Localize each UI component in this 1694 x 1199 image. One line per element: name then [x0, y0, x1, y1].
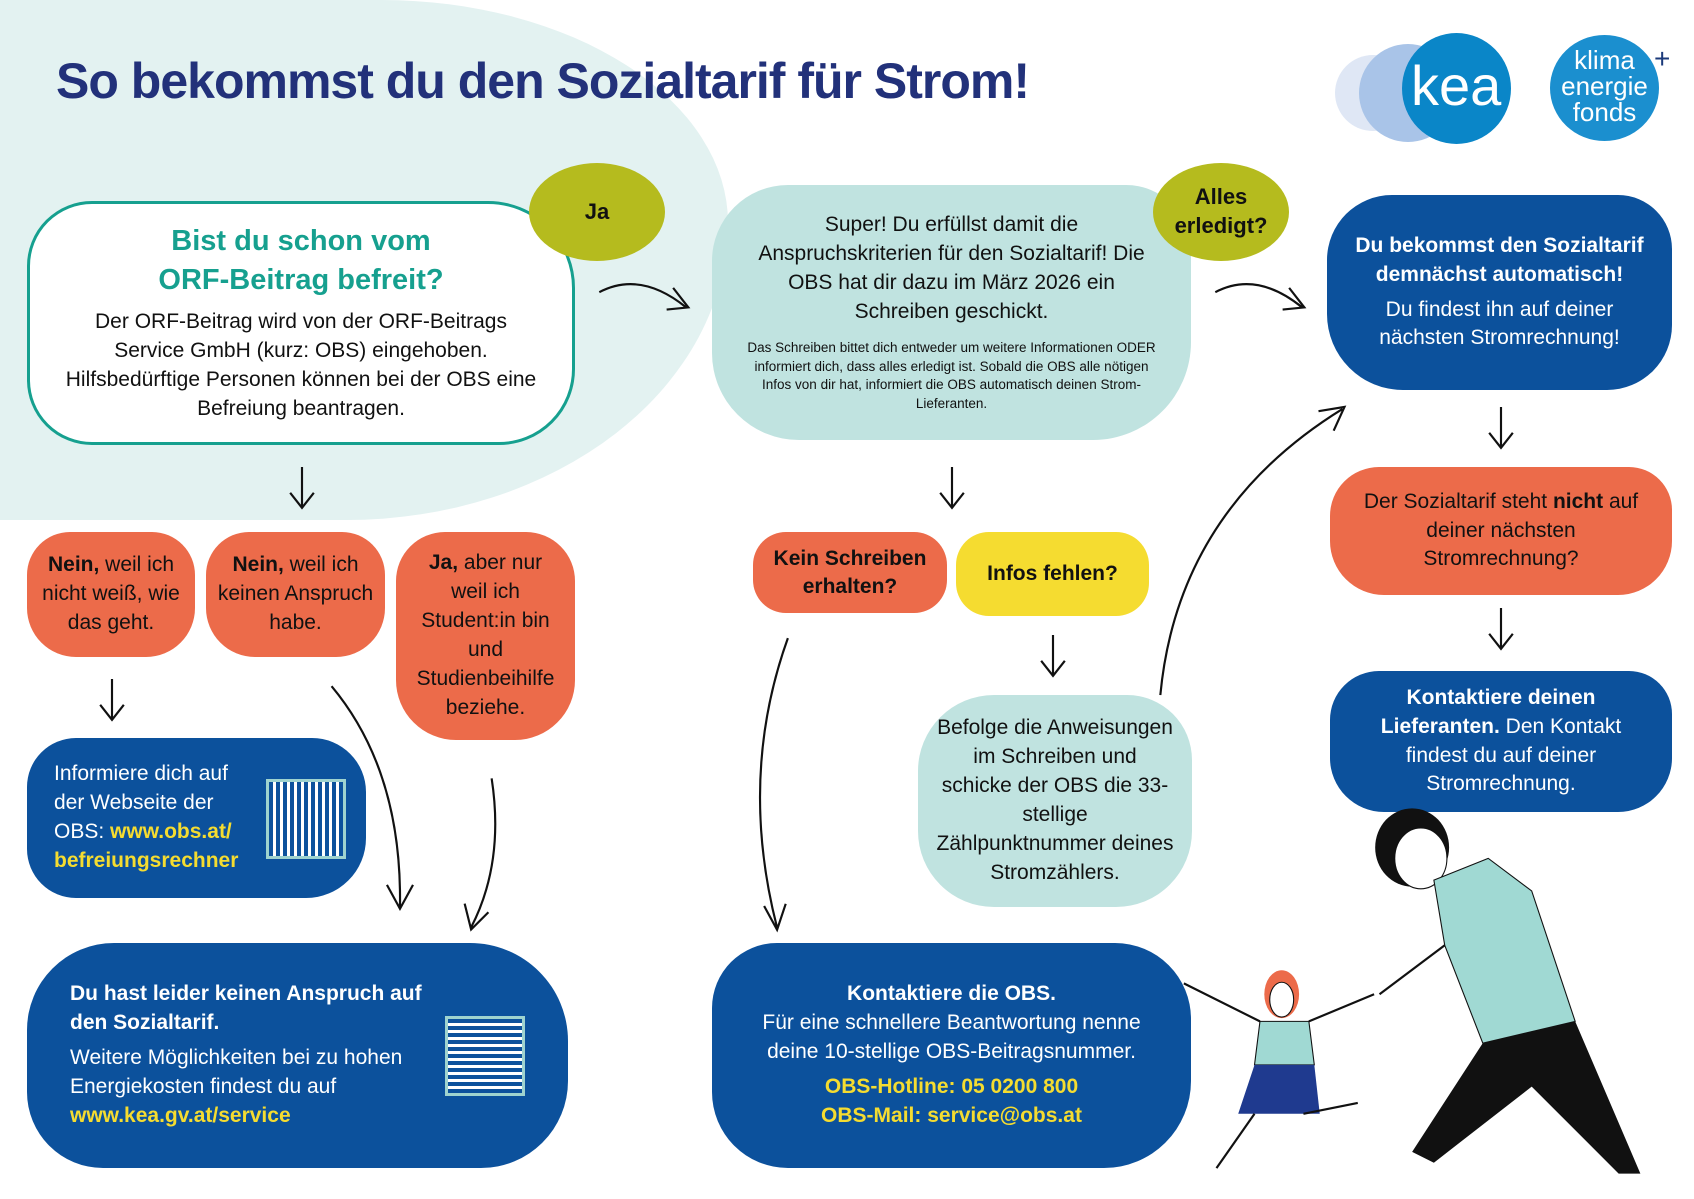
contact-obs-title: Kontaktiere die OBS.: [847, 982, 1056, 1006]
logo-text-klima: klima: [1574, 45, 1635, 75]
arrow-down-icon: [289, 467, 315, 510]
eligible-small-text: Das Schreiben bittet dich entweder um we…: [747, 339, 1156, 412]
question-title-2: ORF-Beitrag befreit?: [158, 264, 444, 297]
obs-mail[interactable]: OBS-Mail: service@obs.at: [821, 1103, 1082, 1127]
answer-yes-student[interactable]: Ja, aber nur weil ich Student:in bin und…: [396, 532, 575, 740]
not-on-bill-bold: nicht: [1552, 489, 1604, 513]
qr-code-kea[interactable]: [445, 1016, 525, 1096]
kea-logo: kea: [1335, 33, 1514, 144]
info-missing-text: Infos fehlen?: [987, 561, 1118, 585]
arrow-down-icon: [939, 467, 965, 510]
curved-arrow-icon: [330, 685, 414, 912]
not-on-bill-box[interactable]: Der Sozialtarif steht nicht auf deiner n…: [1330, 467, 1672, 595]
all-done-text: Alles erledigt?: [1174, 184, 1268, 238]
contact-obs-box: Kontaktiere die OBS. Für eine schnellere…: [712, 943, 1191, 1168]
eligible-box: Super! Du erfüllst damit die Anspruchskr…: [712, 185, 1191, 440]
answer-bold: Nein,: [232, 553, 284, 577]
auto-tariff-title: Du bekommst den Sozialtarif demnächst au…: [1355, 233, 1644, 286]
family-illustration: [1183, 808, 1641, 1174]
page-title: So bekommst du den Sozialtarif für Strom…: [56, 53, 1030, 109]
obs-befreiungsrechner-link[interactable]: www.obs.at/ befreiungsrechner: [54, 820, 239, 872]
curved-arrow-icon: [463, 778, 497, 932]
arrow-down-icon: [99, 679, 125, 722]
answer-text: weil ich keinen Anspruch habe.: [217, 553, 374, 634]
arrow-right-icon: [1214, 283, 1307, 311]
yes-bubble: Ja: [529, 163, 665, 261]
question-orf-exempt: Bist du schon vom ORF-Beitrag befreit? D…: [27, 201, 575, 445]
eligible-main-text: Super! Du erfüllst damit die Anspruchskr…: [758, 212, 1145, 323]
answer-no-not-eligible[interactable]: Nein, weil ich keinen Anspruch habe.: [206, 532, 385, 657]
info-missing[interactable]: Infos fehlen?: [956, 532, 1149, 616]
klima-energie-fonds-logo: klima energie fonds +: [1550, 35, 1670, 141]
follow-instructions-box: Befolge die Anweisungen im Schreiben und…: [918, 695, 1192, 907]
answer-bold: Ja,: [428, 551, 459, 575]
logo-text-fonds: fonds: [1572, 97, 1637, 127]
contact-supplier-box: Kontaktiere deinen Lieferanten. Den Kont…: [1330, 671, 1672, 812]
arrow-down-icon: [1488, 407, 1514, 450]
not-on-bill-text: auf deiner nächsten Stromrechnung?: [1423, 489, 1639, 571]
logo-text-energie: energie: [1561, 71, 1648, 101]
arrow-right-icon: [598, 283, 691, 311]
no-claim-title: Du hast leider keinen Anspruch auf den S…: [70, 982, 422, 1035]
inform-text: Informiere dich auf der Webseite der OBS…: [54, 762, 228, 843]
qr-code-obs[interactable]: [266, 779, 346, 859]
arrow-down-icon: [1040, 635, 1066, 678]
contact-supplier-text: Den Kontakt findest du auf deiner Stromr…: [1405, 714, 1622, 796]
no-letter-received[interactable]: Kein Schreiben erhalten?: [753, 532, 947, 613]
no-letter-text: Kein Schreiben erhalten?: [773, 547, 927, 598]
obs-hotline[interactable]: OBS-Hotline: 05 0200 800: [824, 1074, 1079, 1098]
yes-bubble-text: Ja: [584, 198, 610, 224]
question-body: Der ORF-Beitrag wird von der ORF-Beitrag…: [65, 310, 537, 421]
contact-obs-text: Für eine schnellere Beantwortung nenne d…: [762, 1011, 1141, 1064]
answer-bold: Nein,: [47, 553, 100, 577]
auto-tariff-text: Du findest ihn auf deiner nächsten Strom…: [1379, 297, 1620, 350]
logo-plus: +: [1654, 43, 1671, 74]
follow-text: Befolge die Anweisungen im Schreiben und…: [936, 716, 1174, 884]
kea-logo-text: kea: [1411, 54, 1502, 117]
answer-no-dont-know[interactable]: Nein, weil ich nicht weiß, wie das geht.: [27, 532, 195, 657]
curved-arrow-icon: [1159, 405, 1347, 696]
kea-logo-circle: [1402, 33, 1511, 144]
contact-supplier-bold: Kontaktiere deinen Lieferanten.: [1380, 685, 1596, 738]
kea-service-link[interactable]: www.kea.gv.at/service: [70, 1103, 291, 1127]
curved-arrow-icon: [758, 637, 789, 933]
not-on-bill-text: Der Sozialtarif steht: [1363, 489, 1553, 513]
arrow-down-icon: [1488, 608, 1514, 651]
inform-obs-box: Informiere dich auf der Webseite der OBS…: [27, 738, 366, 898]
question-title: Bist du schon vom: [171, 224, 431, 257]
answer-text: weil ich nicht weiß, wie das geht.: [42, 553, 180, 634]
all-done-bubble: Alles erledigt?: [1153, 163, 1289, 261]
auto-tariff-box: Du bekommst den Sozialtarif demnächst au…: [1327, 195, 1672, 390]
no-claim-text: Weitere Möglichkeiten bei zu hohen Energ…: [70, 1046, 403, 1098]
answer-text: aber nur weil ich Student:in bin und Stu…: [416, 551, 555, 719]
